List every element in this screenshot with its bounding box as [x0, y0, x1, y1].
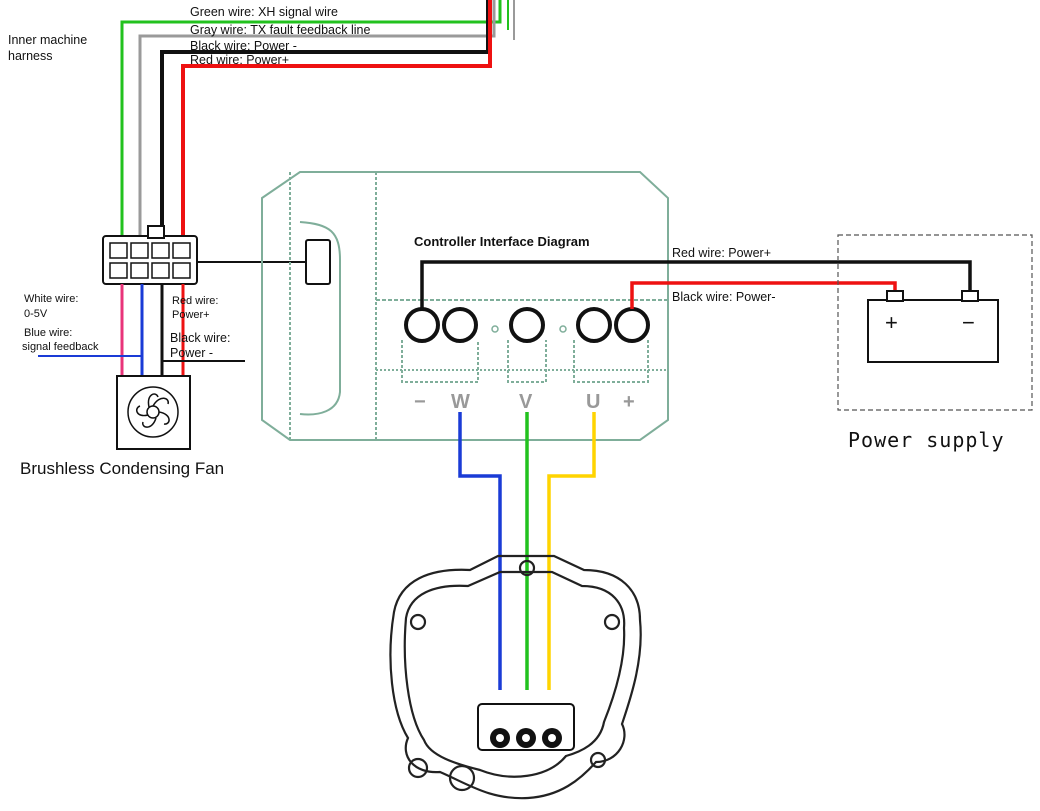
terminal-ring-pos: [614, 307, 650, 343]
phase-wire-w: [458, 412, 502, 690]
gray-wire: [138, 0, 496, 238]
harness-connector: [102, 225, 306, 285]
white-wire-label-1: White wire:: [24, 293, 78, 305]
terminal-label-w: W: [451, 391, 470, 413]
controller-title: Controller Interface Diagram: [414, 234, 590, 249]
fan-red-wire-label-1: Red wire:: [172, 295, 218, 307]
motor-body: [389, 554, 642, 800]
power-black-wire-label: Black wire: Power-: [672, 290, 776, 304]
terminal-label-neg: −: [414, 391, 426, 413]
harness-wires: [120, 0, 515, 238]
fan-red-wire-label-2: Power+: [172, 309, 210, 321]
motor-phase-wires: [458, 412, 596, 690]
battery-minus-label: −: [962, 310, 975, 335]
green-wire-label: Green wire: XH signal wire: [190, 5, 338, 19]
blue-wire-label-2: signal feedback: [22, 341, 99, 353]
fan-caption: Brushless Condensing Fan: [20, 459, 224, 478]
terminal-label-pos: +: [623, 391, 635, 413]
power-supply-caption: Power supply: [848, 428, 1005, 452]
controller-plug: [305, 239, 331, 285]
terminal-label-v: V: [519, 391, 533, 413]
white-wire-label-2: 0-5V: [24, 308, 48, 320]
fan-black-wire-label-1: Black wire:: [170, 331, 230, 345]
controller-housing: [261, 171, 669, 441]
terminal-ring-u: [576, 307, 612, 343]
motor-connector: [477, 703, 575, 751]
gray-wire-label: Gray wire: TX fault feedback line: [190, 23, 370, 37]
red-wire-label: Red wire: Power+: [190, 53, 289, 67]
power-supply: [837, 234, 1033, 411]
black-wire-label: Black wire: Power -: [190, 39, 297, 53]
terminal-label-u: U: [586, 391, 600, 413]
terminal-ring-w: [442, 307, 478, 343]
fan-icon: [135, 393, 170, 428]
harness-title-line2: harness: [8, 49, 52, 63]
green-wire: [120, 0, 502, 238]
power-red-wire: [630, 281, 897, 309]
power-red-wire-label: Red wire: Power+: [672, 246, 771, 260]
red-wire: [181, 0, 492, 238]
controller-terminals: [404, 307, 650, 343]
terminal-ring-neg: [404, 307, 440, 343]
fan-body: [116, 375, 191, 450]
blue-wire-label-1: Blue wire:: [24, 327, 72, 339]
battery-plus-label: +: [885, 310, 898, 335]
fan-black-wire-label-2: Power -: [170, 346, 213, 360]
terminal-ring-v: [509, 307, 545, 343]
phase-wire-u: [547, 412, 596, 690]
power-black-wire: [420, 260, 972, 309]
harness-title-line1: Inner machine: [8, 33, 87, 47]
fan-wires: [38, 284, 245, 376]
